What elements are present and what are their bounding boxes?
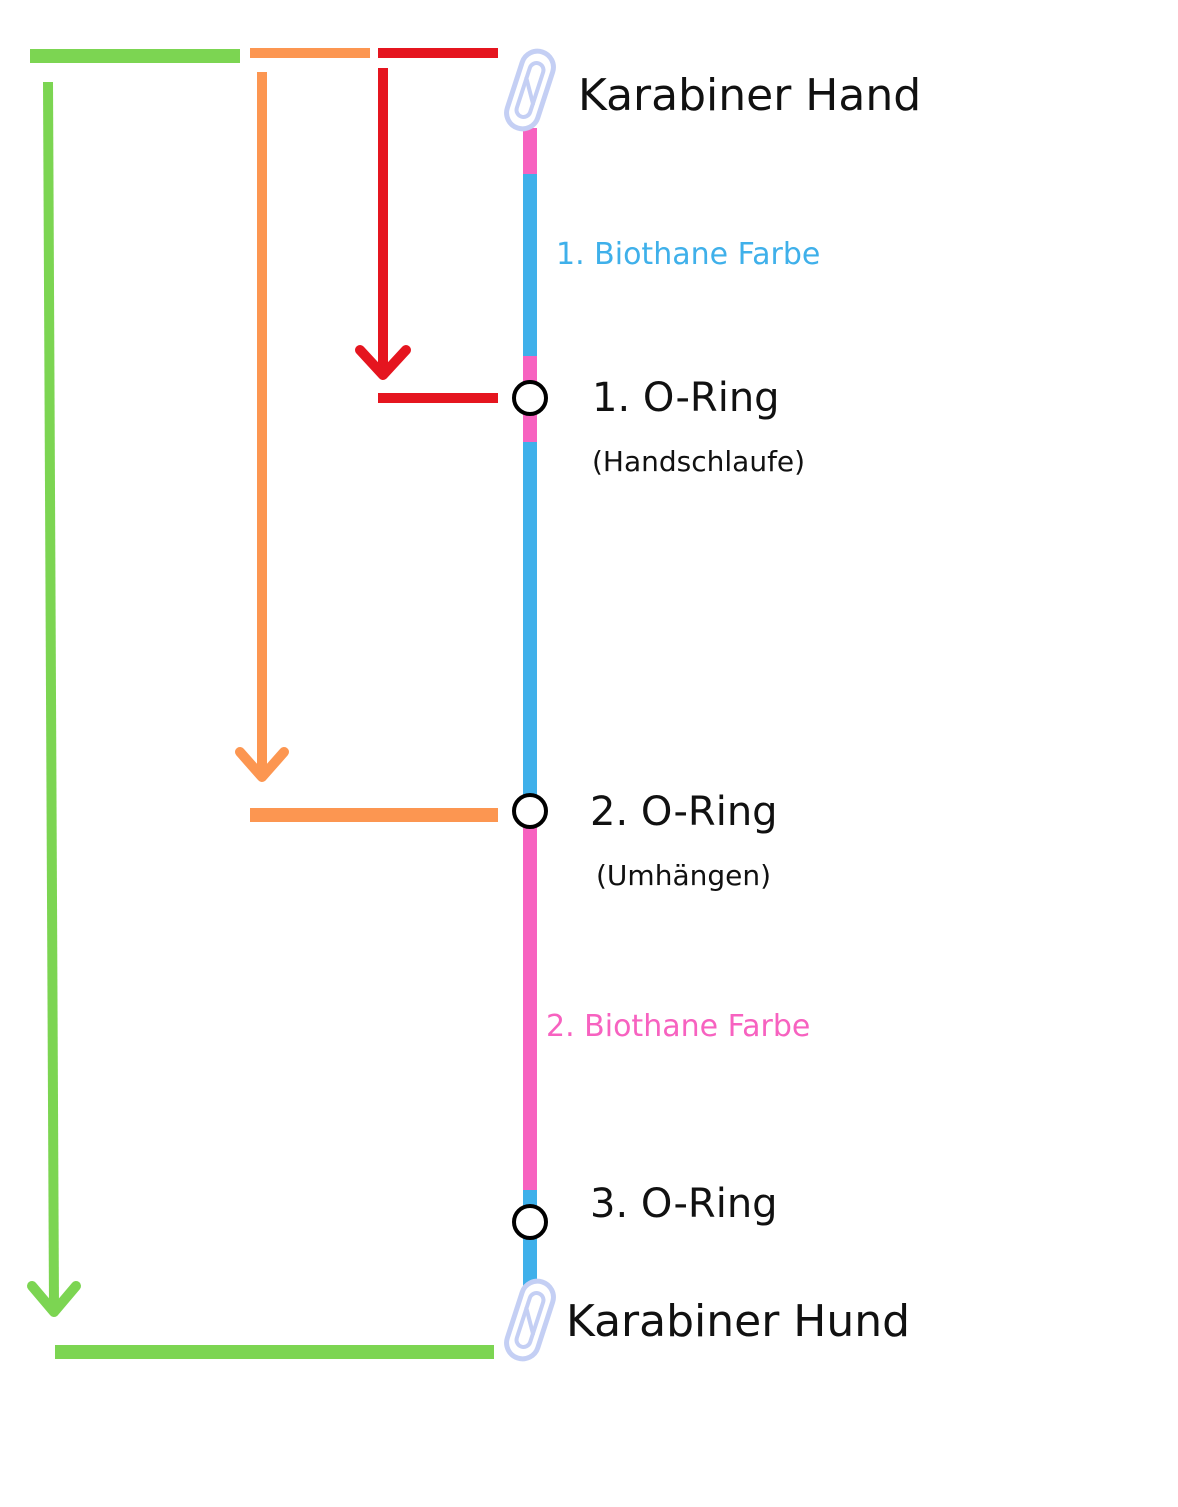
o-ring-icon-3 [512, 1204, 548, 1240]
marker-green-arrowhead [27, 1281, 81, 1317]
label-o-ring-2: 2. O-Ring [590, 789, 778, 835]
marker-green [27, 49, 494, 1359]
label-o-ring-1-purpose: (Handschlaufe) [592, 445, 806, 478]
marker-green-shaft [43, 81, 59, 1309]
o-ring-icon-1 [512, 380, 548, 416]
label-karabiner-hund: Karabiner Hund [566, 1296, 911, 1347]
label-biothane-color-2: 2. Biothane Farbe [546, 1009, 811, 1044]
carabiner-icon-bottom [504, 1278, 556, 1362]
label-o-ring-3: 3. O-Ring [590, 1181, 778, 1227]
carabiner-icon-top [504, 48, 556, 132]
marker-red-arrowhead [355, 345, 411, 380]
marker-orange-arrowhead [235, 747, 289, 782]
label-o-ring-1: 1. O-Ring [592, 375, 780, 421]
o-ring-icon-2 [512, 793, 548, 829]
marker-red [355, 48, 498, 403]
label-o-ring-2-purpose: (Umhängen) [596, 859, 772, 892]
label-karabiner-hand: Karabiner Hand [578, 70, 922, 121]
label-biothane-color-1: 1. Biothane Farbe [556, 237, 821, 272]
marker-orange [235, 48, 498, 822]
